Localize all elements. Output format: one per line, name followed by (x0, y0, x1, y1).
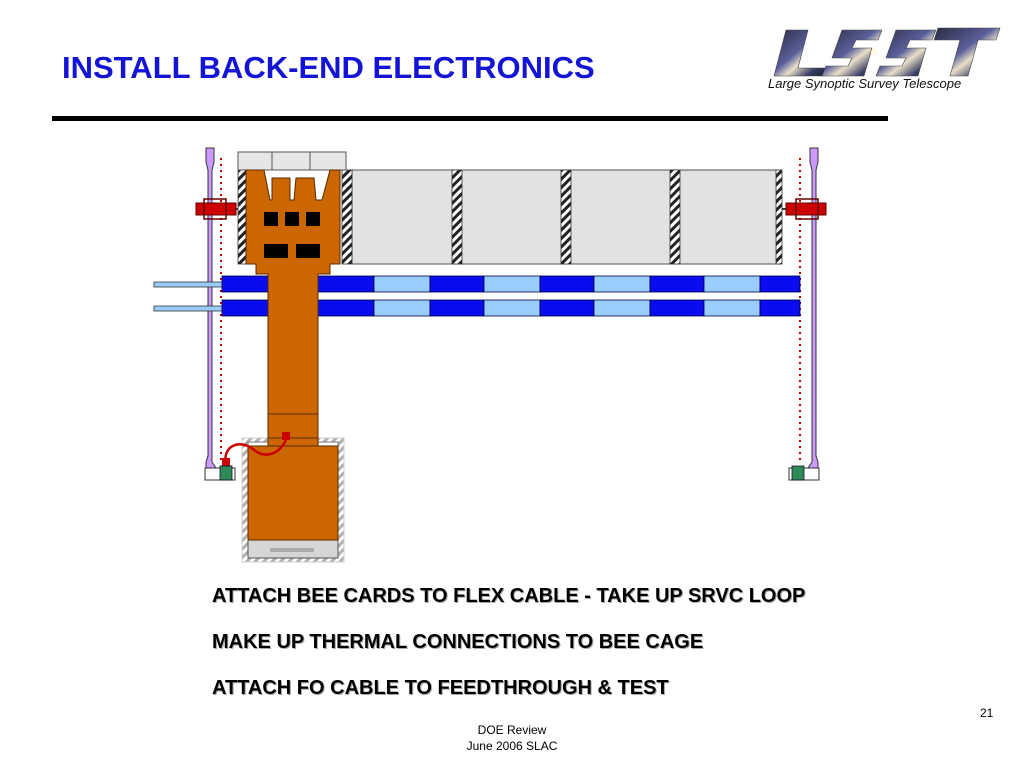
logo-subtitle: Large Synoptic Survey Telescope (768, 76, 962, 91)
right-feedthrough-connector (791, 465, 805, 481)
slide-title: INSTALL BACK-END ELECTRONICS (62, 50, 595, 85)
bee-card-chips (264, 212, 320, 258)
left-feedthrough-connector (219, 465, 233, 481)
bullet-attach-fo-cable: ATTACH FO CABLE TO FEEDTHROUGH & TEST (212, 677, 669, 699)
lower-rail (221, 299, 801, 317)
bullet-thermal-connections: MAKE UP THERMAL CONNECTIONS TO BEE CAGE (212, 631, 704, 653)
lsst-logo (773, 27, 1001, 77)
footer-line-date: June 2006 SLAC (466, 739, 558, 753)
right-clamp (778, 198, 827, 220)
page-number: 21 (980, 706, 994, 720)
service-loop-wire (222, 432, 290, 466)
bee-card-cage (237, 151, 783, 265)
logo-letters (773, 27, 1001, 77)
left-clamp (195, 198, 246, 220)
title-underline (52, 116, 888, 121)
flex-cable (245, 169, 341, 541)
footer: DOE Review June 2006 SLAC (412, 722, 612, 754)
footer-line-review: DOE Review (477, 723, 547, 737)
bullet-attach-bee-cards: ATTACH BEE CARDS TO FLEX CABLE - TAKE UP… (212, 585, 806, 607)
